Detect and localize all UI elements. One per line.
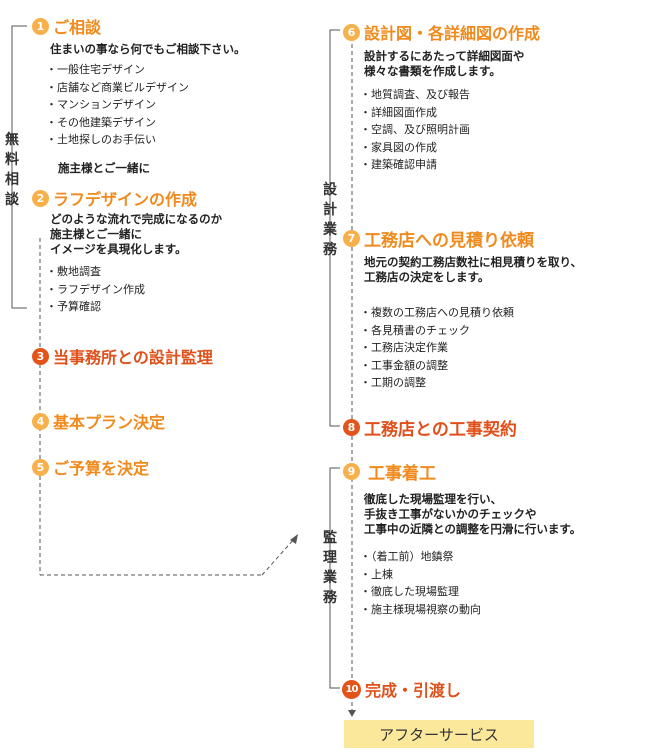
step-title: ラフデザインの作成 — [53, 190, 198, 209]
step-9-heading: 9 工事着工 — [343, 459, 436, 484]
step-1-description: 住まいの事なら何でもご相談下さい。 — [50, 42, 246, 56]
list-item: 家具図の作成 — [360, 139, 470, 157]
list-item: 工務店決定作業 — [360, 339, 514, 357]
arrow-head-down — [348, 710, 356, 717]
step-title: 工務店への見積り依頼 — [364, 231, 534, 251]
step-title: ご相談 — [53, 18, 102, 37]
list-item: 工期の調整 — [360, 374, 514, 392]
step-title: 当事務所との設計監理 — [53, 348, 213, 367]
list-item: 一般住宅デザイン — [46, 61, 189, 79]
step-number-badge: 9 — [343, 463, 360, 480]
step-2-list: 敷地調査 ラフデザイン作成 予算確認 — [46, 263, 145, 316]
list-item: ラフデザイン作成 — [46, 281, 145, 299]
step-number-badge: 6 — [343, 23, 360, 41]
step-number-badge: 5 — [32, 458, 49, 476]
list-item: （着工前）地鎮祭 — [360, 548, 481, 566]
supervision-work-label: 監理業務 — [323, 530, 337, 606]
design-work-label: 設計業務 — [323, 182, 337, 258]
list-item: 徹底した現場監理 — [360, 583, 481, 601]
list-item: 敷地調査 — [46, 263, 145, 281]
step-number-badge: 1 — [32, 17, 49, 35]
step-2-description: どのような流れで完成になるのか 施主様とご一緒に イメージを具現化します。 — [50, 212, 223, 256]
free-consult-label: 無料相談 — [5, 132, 19, 208]
step-number-badge: 8 — [343, 419, 360, 436]
left-bracket — [11, 25, 27, 309]
list-item: 工事金額の調整 — [360, 357, 514, 375]
step-title: 完成・引渡し — [365, 681, 462, 700]
step-9-description: 徹底した現場監理を行い、 手抜き工事がないかのチェックや 工事中の近隣との調整を… — [364, 492, 582, 536]
step-title: 設計図・各詳細図の作成 — [364, 24, 541, 43]
step-number-badge: 7 — [343, 230, 360, 247]
list-item: 予算確認 — [46, 298, 145, 316]
design-bracket — [329, 29, 340, 427]
list-item: 建築確認申請 — [360, 156, 470, 174]
step-4-heading: 4 基本プラン決定 — [32, 409, 165, 433]
step-title: 工務店との工事契約 — [364, 420, 517, 440]
step-10-heading: 10 完成・引渡し — [342, 677, 461, 701]
step-number-badge: 2 — [32, 189, 49, 207]
step-6-list: 地質調査、及び報告 詳細図面作成 空調、及び照明計画 家具図の作成 建築確認申請 — [360, 86, 470, 174]
step-6-heading: 6 設計図・各詳細図の作成 — [343, 20, 540, 44]
step-title: 工事着工 — [368, 464, 436, 484]
list-item: 店舗など商業ビルデザイン — [46, 79, 189, 97]
step-8-heading: 8 工務店との工事契約 — [343, 415, 517, 440]
step-5-heading: 5 ご予算を決定 — [32, 455, 149, 479]
step-1-heading: 1 ご相談 — [32, 14, 101, 38]
step-number-badge: 10 — [342, 679, 361, 699]
after-service-box: アフターサービス — [344, 720, 534, 748]
step-7-description: 地元の契約工務店数社に相見積りを取り、 工務店の決定をします。 — [364, 255, 583, 284]
diagonal-dashed-line — [261, 537, 296, 576]
step-9-list: （着工前）地鎮祭 上棟 徹底した現場監理 施主様現場視察の動向 — [360, 548, 481, 618]
step-3-heading: 3 当事務所との設計監理 — [32, 344, 213, 368]
list-item: 上棟 — [360, 566, 481, 584]
list-item: その他建築デザイン — [46, 114, 189, 132]
list-item: 空調、及び照明計画 — [360, 121, 470, 139]
list-item: 施主様現場視察の動向 — [360, 601, 481, 619]
arrow-head-diag — [290, 534, 298, 544]
step-title: ご予算を決定 — [53, 459, 150, 478]
supervision-bracket — [329, 467, 340, 689]
step-6-description: 設計するにあたって詳細図面や 様々な書類を作成します。 — [364, 49, 525, 78]
list-item: 地質調査、及び報告 — [360, 86, 470, 104]
step-7-heading: 7 工務店への見積り依頼 — [343, 226, 534, 251]
list-item: 詳細図面作成 — [360, 104, 470, 122]
step-title: 基本プラン決定 — [53, 413, 166, 432]
list-item: 複数の工務店への見積り依頼 — [360, 304, 514, 322]
list-item: 土地探しのお手伝い — [46, 131, 189, 149]
step-number-badge: 4 — [32, 412, 49, 430]
step-1-list: 一般住宅デザイン 店舗など商業ビルデザイン マンションデザイン その他建築デザイ… — [46, 61, 189, 149]
step-7-list: 複数の工務店への見積り依頼 各見積書のチェック 工務店決定作業 工事金額の調整 … — [360, 304, 514, 392]
step-number-badge: 3 — [32, 347, 49, 365]
list-item: マンションデザイン — [46, 96, 189, 114]
step-1-note: 施主様とご一緒に — [58, 161, 150, 175]
list-item: 各見積書のチェック — [360, 322, 514, 340]
step-2-heading: 2 ラフデザインの作成 — [32, 186, 197, 210]
